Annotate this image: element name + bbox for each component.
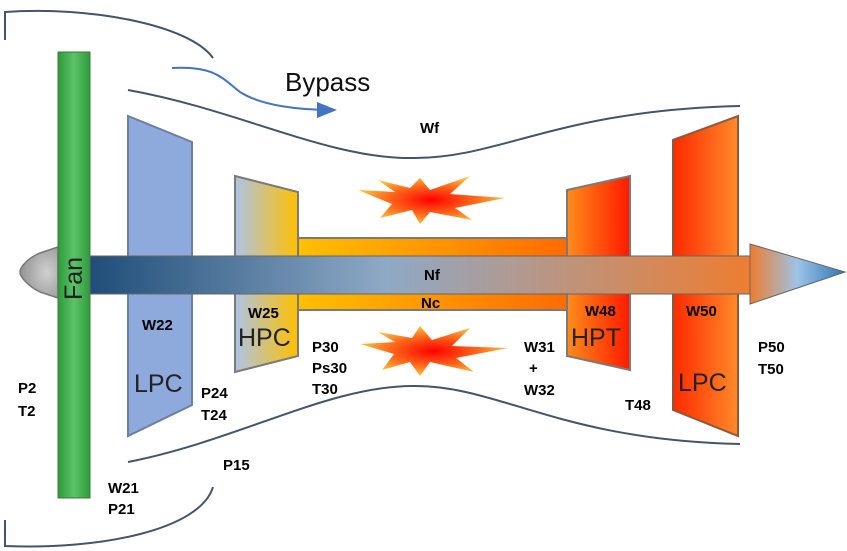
station-w48: W48 <box>585 303 616 320</box>
fuel-flow-label: Wf <box>420 120 440 137</box>
bypass-label: Bypass <box>285 67 370 97</box>
shaft-core-speed-label: Nc <box>421 295 440 312</box>
station-t48: T48 <box>625 397 651 414</box>
shaft-fan-speed-label: Nf <box>424 267 441 284</box>
nacelle-top-outline <box>4 9 214 59</box>
lpt-rear-label: LPC <box>678 369 727 397</box>
station-w21: W21 <box>108 480 139 497</box>
fan-blade <box>57 51 91 499</box>
station-w32: W32 <box>524 382 555 399</box>
station-p15: P15 <box>223 457 250 474</box>
lpc-front-label: LPC <box>134 370 183 398</box>
combustor-flame-bottom <box>360 326 508 376</box>
station-t24: T24 <box>201 407 228 424</box>
station-plus: + <box>529 360 538 377</box>
station-t30: T30 <box>312 381 338 398</box>
bypass-arrow <box>171 66 337 118</box>
nacelle-bottom-outline <box>4 486 214 548</box>
station-w31: W31 <box>524 339 555 356</box>
fan-shaft <box>89 255 751 295</box>
core-casing-bottom <box>127 384 741 463</box>
hpt-label: HPT <box>571 324 621 352</box>
fan-label: Fan <box>60 257 88 300</box>
station-t50: T50 <box>758 361 784 378</box>
station-p24: P24 <box>201 385 228 402</box>
station-w25: W25 <box>248 305 279 322</box>
station-p50: P50 <box>758 339 785 356</box>
station-p30: P30 <box>312 339 339 356</box>
nose-cone <box>19 245 59 300</box>
station-t2: T2 <box>18 403 36 420</box>
station-w22: W22 <box>142 317 173 334</box>
station-w50: W50 <box>686 303 717 320</box>
station-p21: P21 <box>108 501 135 518</box>
hpc-label: HPC <box>238 324 291 352</box>
combustor-flame-top <box>358 176 505 224</box>
station-p2: P2 <box>18 380 36 397</box>
core-casing-top <box>127 89 741 160</box>
exhaust-cone <box>749 243 847 305</box>
station-ps30: Ps30 <box>312 360 347 377</box>
